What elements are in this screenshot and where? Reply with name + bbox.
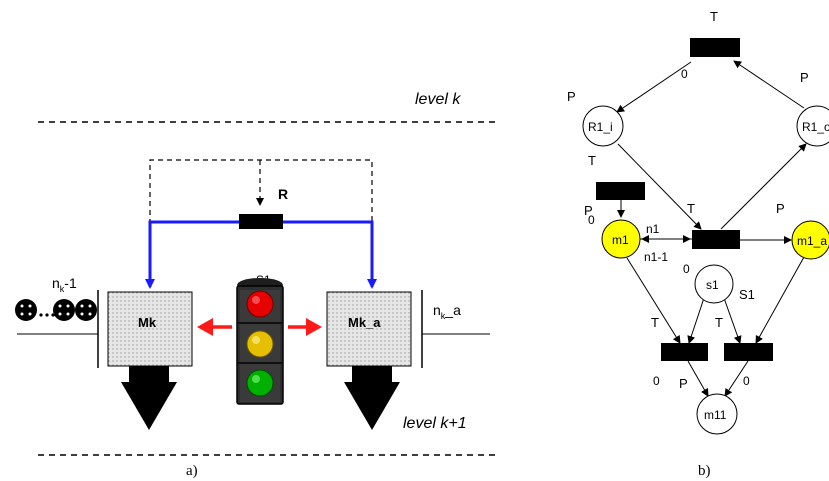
machine-mk-label: Mk	[138, 315, 157, 330]
label-p-m11: P	[679, 376, 688, 391]
red-arrow-left	[197, 318, 232, 336]
label-p-r1o: P	[800, 70, 809, 85]
label-zero-top: 0	[681, 67, 688, 81]
label-t-mid: T	[687, 201, 695, 216]
label-n1: n1	[646, 222, 660, 236]
buffer-tokens	[15, 299, 97, 321]
label-zero-br: 0	[743, 374, 750, 388]
label-t-r1i: T	[588, 153, 596, 168]
blue-arc-right	[283, 222, 372, 287]
label-t-right: T	[715, 315, 723, 330]
blue-arc-left	[150, 222, 239, 287]
red-light-icon	[247, 291, 273, 317]
transition-left	[661, 343, 708, 361]
place-r1o-label: R1_o	[802, 120, 829, 134]
panel-a: level k level k+1 R nk-1	[15, 91, 497, 479]
yellow-light-icon	[247, 331, 273, 357]
label-zero-mid: 0	[683, 262, 690, 276]
level-k1-label: level k+1	[403, 415, 467, 432]
transition-mid	[692, 230, 740, 249]
label-n1-1: n1-1	[644, 250, 668, 264]
caption-a: a)	[186, 463, 198, 479]
label-p-r1i: P	[567, 89, 576, 104]
arc-r1o-to-top	[734, 61, 804, 108]
arc-m1a-to-tr	[756, 257, 804, 343]
buffer-left-label: nk-1	[52, 275, 77, 294]
place-s1-label: s1	[706, 278, 719, 292]
arc-tl-to-m11	[688, 361, 708, 396]
arc-s1-to-tr	[724, 298, 740, 343]
traffic-light: S1	[237, 273, 283, 404]
place-r1i-label: R1_i	[588, 120, 613, 134]
green-light-icon	[247, 370, 273, 396]
arc-top-to-r1i	[617, 62, 691, 112]
output-arrow-right	[344, 366, 400, 430]
resource-label: R	[278, 186, 288, 202]
machine-mka-label: Mk_a	[348, 315, 381, 330]
label-s1: S1	[739, 287, 755, 302]
label-p-m1a: P	[776, 201, 785, 216]
label-t-left: T	[651, 315, 659, 330]
buffer-right-label: nk_a	[433, 302, 461, 321]
resource-transition	[239, 214, 283, 229]
level-k-label: level k	[415, 91, 461, 108]
caption-b: b)	[698, 463, 711, 479]
label-zero-bl: 0	[653, 374, 660, 388]
place-m11-label: m11	[704, 408, 727, 422]
label-zero-m1: 0	[588, 213, 595, 227]
arc-mid-to-r1o	[721, 144, 806, 229]
output-arrow-left	[121, 366, 177, 430]
arc-s1-to-tl	[689, 298, 704, 343]
transition-top	[690, 38, 740, 57]
transition-right	[724, 343, 773, 361]
place-m1a-label: m1_a	[797, 234, 827, 248]
transition-source	[596, 182, 645, 200]
red-arrow-right	[288, 318, 322, 336]
panel-b: R1_i R1_o m1 m1_a s1 m11 T 0 P P T T P 0…	[567, 9, 829, 479]
label-t-top: T	[710, 9, 718, 24]
arc-m1-to-tl	[627, 258, 680, 343]
place-m1-label: m1	[612, 233, 629, 247]
